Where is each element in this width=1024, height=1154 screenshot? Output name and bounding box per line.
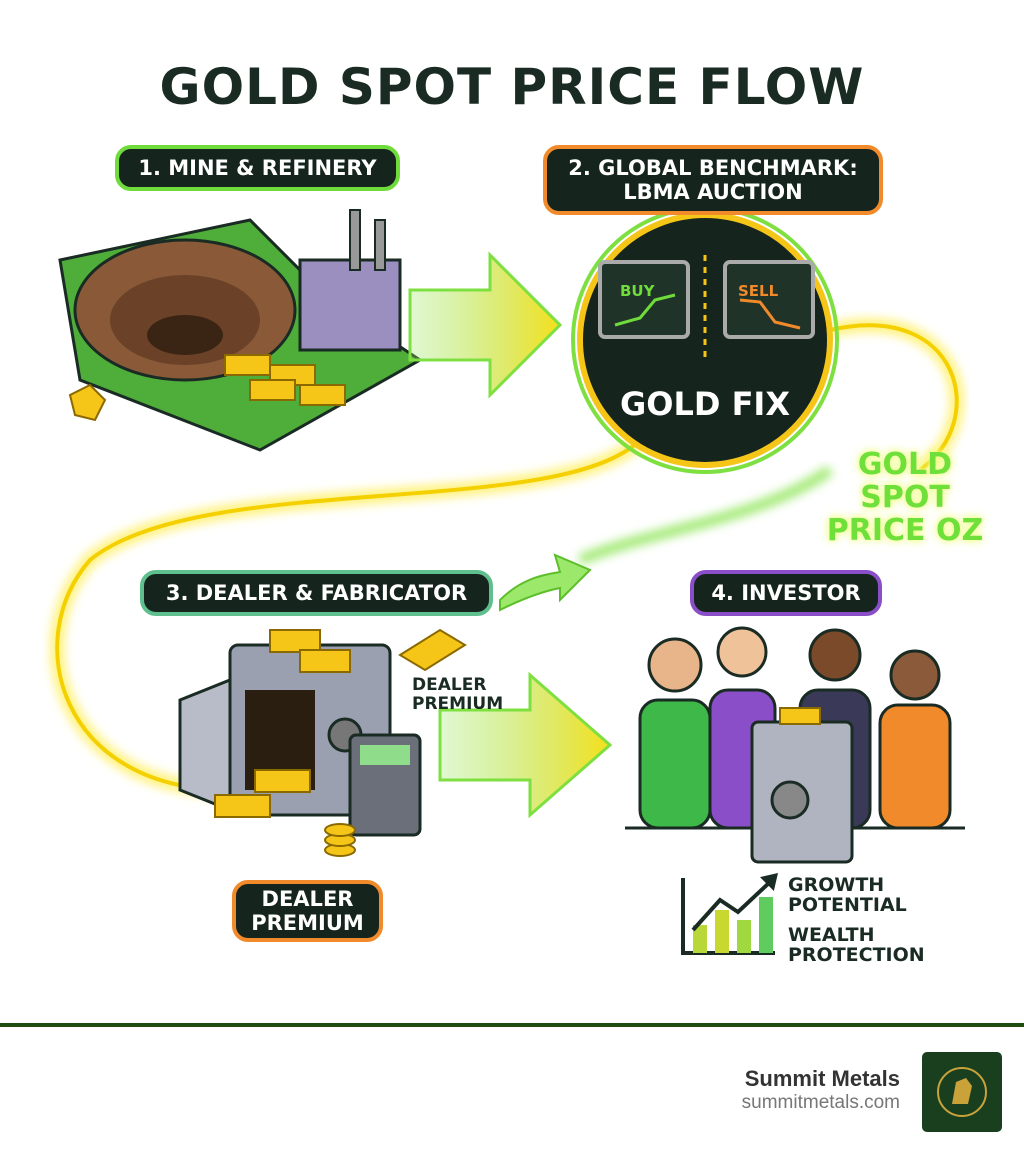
benefits-list: GROWTH POTENTIAL WEALTH PROTECTION [788, 874, 928, 966]
step-dealer-fabricator: 3. DEALER & FABRICATOR [140, 570, 493, 616]
dealer-premium-tag: DEALER PREMIUM [412, 675, 504, 714]
footer-divider [0, 1023, 1024, 1027]
plus-arrow-icon [499, 553, 592, 612]
mine-icon [58, 209, 423, 452]
arrow-right-icon [408, 251, 563, 399]
page-title: GOLD SPOT PRICE FLOW [159, 58, 865, 116]
gold-fix-badge: BUY SELL GOLD FIX [571, 206, 839, 474]
step-global-benchmark: 2. GLOBAL BENCHMARK: LBMA AUCTION [543, 145, 883, 215]
gold-fix-label: GOLD FIX [620, 385, 790, 423]
step-investor: 4. INVESTOR [690, 570, 882, 616]
vault-icon [178, 628, 467, 857]
buy-label: BUY [620, 282, 656, 300]
flow-illustration: BUY SELL GOLD FIX [50, 206, 965, 955]
arrow-right-icon [438, 671, 613, 819]
investors-icon [625, 626, 965, 864]
dealer-premium-badge: DEALER PREMIUM [232, 880, 383, 942]
spot-price-label: GOLD SPOT PRICE OZ [826, 447, 984, 548]
sell-label: SELL [738, 282, 779, 300]
brand-name: Summit Metals [744, 1066, 900, 1091]
footer-brand: Summit Metals summitmetals.com [742, 1066, 900, 1114]
brand-url[interactable]: summitmetals.com [741, 1092, 900, 1113]
summit-metals-logo [922, 1052, 1002, 1132]
growth-chart-icon [681, 872, 779, 955]
benefit-protection: WEALTH PROTECTION [788, 923, 925, 966]
step-mine-refinery: 1. MINE & REFINERY [115, 145, 400, 191]
benefit-growth: GROWTH POTENTIAL [788, 874, 907, 916]
